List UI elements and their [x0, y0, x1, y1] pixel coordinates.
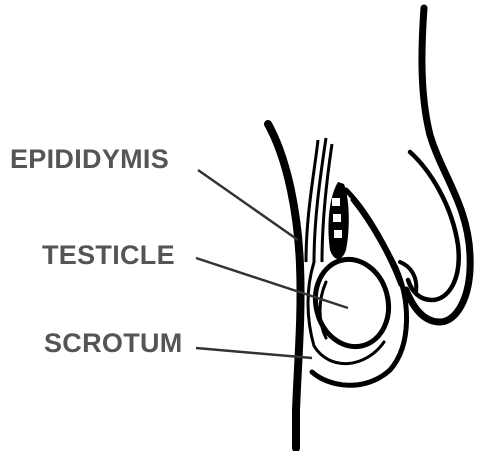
leader-line-epididymis [198, 170, 298, 240]
label-scrotum: SCROTUM [44, 330, 183, 357]
epididymis-highlight [332, 198, 340, 206]
leader-line-scrotum [196, 348, 312, 358]
label-epididymis: EPIDIDYMIS [10, 146, 169, 173]
label-testicle: TESTICLE [42, 242, 175, 269]
epididymis-highlight [333, 214, 341, 222]
epididymis-highlight [334, 230, 342, 238]
